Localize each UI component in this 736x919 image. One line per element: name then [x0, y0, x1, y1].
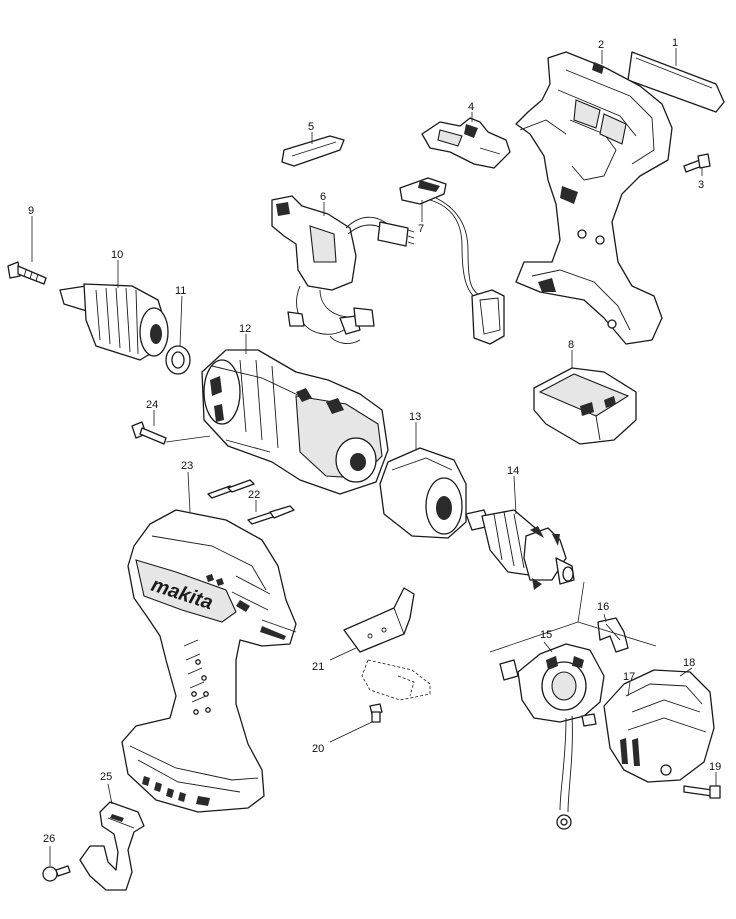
callout-13: 13 [409, 411, 421, 423]
callout-1: 1 [672, 37, 678, 49]
callout-12: 12 [239, 323, 251, 335]
part-5-switch-bar [281, 135, 345, 167]
part-24-screw [131, 421, 167, 445]
part-14-armature [465, 509, 575, 590]
part-4-switch-lever [421, 117, 511, 169]
part-13-yoke-unit [379, 447, 467, 539]
callout-7: 7 [418, 223, 424, 235]
part-7-led-circuit [399, 177, 505, 345]
part-26-screw [42, 865, 71, 882]
part-11-ring [165, 345, 191, 375]
callout-25: 25 [100, 771, 112, 783]
part-8-controller [533, 367, 637, 445]
callout-22: 22 [248, 489, 260, 501]
callout-21: 21 [312, 661, 324, 673]
callout-26: 26 [43, 833, 55, 845]
callout-23: 23 [181, 460, 193, 472]
callout-24: 24 [146, 399, 158, 411]
callout-15: 15 [540, 629, 552, 641]
callout-8: 8 [568, 339, 574, 351]
callout-9: 9 [28, 205, 34, 217]
part-2-housing-set [515, 51, 673, 345]
part-25-belt-hook [79, 801, 145, 891]
callout-20: 20 [312, 743, 324, 755]
part-18-rear-cover [603, 669, 715, 783]
callout-numbers: 1 2 3 4 5 6 7 8 9 10 11 12 13 14 15 16 1… [28, 37, 721, 845]
part-12-gear-assembly [201, 349, 389, 495]
callout-11: 11 [175, 285, 186, 297]
leader-lines [31, 48, 717, 866]
part-20-screw [369, 703, 383, 723]
callout-4: 4 [468, 101, 474, 113]
part-6-switch [271, 195, 415, 344]
part-10-drill-chuck [59, 283, 169, 361]
part-1-label-plate [627, 51, 725, 113]
part-22-contact-plates [207, 479, 295, 525]
part-16-spring-clip [597, 617, 629, 653]
callout-16: 16 [597, 601, 609, 613]
callout-6: 6 [320, 191, 326, 203]
part-9-screw [7, 261, 47, 285]
part-15-brush-holder [499, 643, 605, 830]
part-19-screw [683, 785, 721, 799]
callout-18: 18 [683, 657, 695, 669]
part-3-screw [683, 153, 711, 173]
callout-10: 10 [111, 249, 123, 261]
part-21-bracket-plate [343, 587, 431, 701]
callout-19: 19 [709, 761, 721, 773]
callout-2: 2 [598, 39, 604, 51]
callout-17: 17 [623, 671, 635, 683]
callout-3: 3 [698, 179, 704, 191]
callout-5: 5 [308, 121, 314, 133]
part-23-housing-set: makita [121, 509, 297, 813]
callout-14: 14 [507, 465, 519, 477]
